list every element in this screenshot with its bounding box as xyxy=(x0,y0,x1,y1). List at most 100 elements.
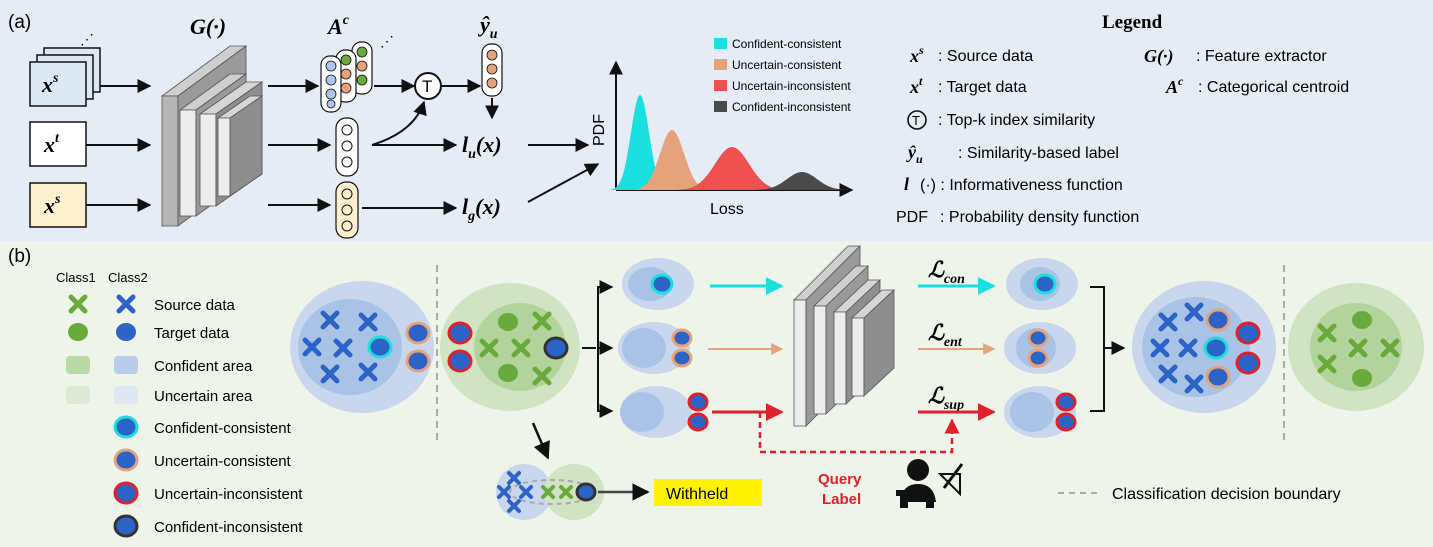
feature-extractor-block-b xyxy=(793,245,896,427)
loss-sup-label: ℒsup xyxy=(928,383,964,413)
pdf-curves xyxy=(611,95,850,190)
legend-label: Uncertain-inconsistent xyxy=(732,79,851,93)
pdf-curve-confident-inconsistent xyxy=(754,172,850,190)
uncertain-inconsistent-icon xyxy=(113,481,139,505)
class2-target-icon xyxy=(116,323,136,341)
topk-icon xyxy=(907,110,927,130)
subset-uncertain-inconsistent xyxy=(620,386,709,438)
legend-item: Confident-inconsistent xyxy=(154,519,303,536)
ellipsis-dots: ⋰ xyxy=(380,33,394,49)
target-green-cluster xyxy=(440,283,580,411)
similarity-label-vector xyxy=(481,43,503,97)
class1-source-icon xyxy=(71,297,85,311)
legend-label: Confident-consistent xyxy=(732,37,842,51)
topk-operator-icon xyxy=(414,72,442,100)
legend-swatch xyxy=(714,80,727,91)
input-source-symbol-2: xs xyxy=(43,192,61,218)
legend-text: (·) : Informativeness function xyxy=(920,177,1123,194)
input-source-box xyxy=(29,61,87,107)
panel-a-label: (a) xyxy=(8,12,31,33)
legend-item: Target data xyxy=(154,325,230,342)
arrow xyxy=(531,422,550,460)
legend-item: Uncertain-inconsistent xyxy=(154,486,303,503)
loss-con-label: ℒcon xyxy=(928,257,965,287)
loss-ent-label: ℒent xyxy=(928,320,963,350)
class1-target-icon xyxy=(68,323,88,341)
result-uncertain-inconsistent xyxy=(1004,386,1077,438)
loss-axis-label: Loss xyxy=(710,201,744,218)
legend-label: Confident-inconsistent xyxy=(732,100,851,114)
legend-text: : Source data xyxy=(938,48,1033,65)
centroid-vectors xyxy=(320,41,373,113)
input-source-box-2 xyxy=(29,182,87,228)
uncertain-consistent-icon xyxy=(113,448,139,472)
panel-b-label: (b) xyxy=(8,246,31,267)
topk-operator-symbol: T xyxy=(422,77,432,96)
feature-extractor-block xyxy=(160,45,264,227)
merge-bracket xyxy=(1090,286,1105,412)
legend-text: : Categorical centroid xyxy=(1198,79,1349,96)
g-label: G(·) xyxy=(190,14,226,39)
legend-text: : Similarity-based label xyxy=(958,145,1119,162)
confident-inconsistent-icon xyxy=(113,514,139,538)
legend-swatch xyxy=(714,38,727,49)
legend-item: Confident area xyxy=(154,358,253,375)
boundary-legend-text: Classification decision boundary xyxy=(1112,486,1341,503)
legend-item: Uncertain-consistent xyxy=(154,453,292,470)
legend-symbol: ŷu xyxy=(906,142,923,166)
legend-symbol: T xyxy=(912,113,920,128)
legend-symbol: PDF xyxy=(896,209,928,226)
legend-symbol: G(·) xyxy=(1144,46,1174,67)
class1-confident-swatch xyxy=(66,356,90,374)
ellipsis-dots: ⋰ xyxy=(80,31,94,47)
legend-swatch xyxy=(714,59,727,70)
withheld-cluster xyxy=(496,464,604,520)
pdf-curve-confident-consistent xyxy=(611,95,669,190)
legend-item: Uncertain area xyxy=(154,388,253,405)
class1-uncertain-swatch xyxy=(66,386,90,404)
class2-source-icon xyxy=(119,297,133,311)
legend-item: Confident-consistent xyxy=(154,420,292,437)
class2-confident-swatch xyxy=(114,356,138,374)
subset-uncertain-consistent xyxy=(618,322,693,374)
lu-label: lu(x) xyxy=(462,132,502,162)
class2-uncertain-swatch xyxy=(114,386,138,404)
pdf-legend: Confident-consistent Uncertain-consisten… xyxy=(714,37,851,114)
subset-confident-consistent xyxy=(622,258,694,310)
input-source-symbol: xs xyxy=(41,71,59,97)
class2-header: Class2 xyxy=(108,270,148,285)
input-target-symbol: xt xyxy=(43,131,60,157)
lg-label: lg(x) xyxy=(462,194,501,224)
curved-arrow xyxy=(371,100,427,146)
confident-consistent-icon xyxy=(113,415,139,439)
result-confident-consistent xyxy=(1006,258,1078,310)
target-feature-vector xyxy=(335,117,359,177)
annotator-person-icon xyxy=(896,459,964,508)
legend-symbol: xt xyxy=(909,74,923,97)
final-green-cluster xyxy=(1288,283,1424,411)
legend-text: : Top-k index similarity xyxy=(938,112,1095,129)
withheld-text: Withheld xyxy=(666,486,728,503)
query-text: Query xyxy=(818,471,862,488)
label-text: Label xyxy=(822,491,861,508)
legend-title: Legend xyxy=(1102,12,1163,33)
y-hat-label: ŷu xyxy=(477,12,498,42)
legend-item: Source data xyxy=(154,297,236,314)
arrow xyxy=(527,163,600,203)
legend-label: Uncertain-consistent xyxy=(732,58,842,72)
a-centroid-label: Ac xyxy=(326,13,350,39)
pdf-curve-uncertain-consistent xyxy=(633,130,711,190)
result-uncertain-consistent xyxy=(1004,322,1076,374)
source-blue-cluster xyxy=(290,281,434,413)
legend-text: : Target data xyxy=(938,79,1027,96)
final-blue-cluster xyxy=(1132,281,1276,413)
legend-symbol: l xyxy=(904,174,909,194)
class1-header: Class1 xyxy=(56,270,96,285)
pdf-curve-uncertain-inconsistent xyxy=(677,147,787,190)
legend-text: : Probability density function xyxy=(940,209,1139,226)
legend-swatch xyxy=(714,101,727,112)
pdf-axis-label: PDF xyxy=(591,114,608,146)
withheld-badge xyxy=(654,479,762,506)
